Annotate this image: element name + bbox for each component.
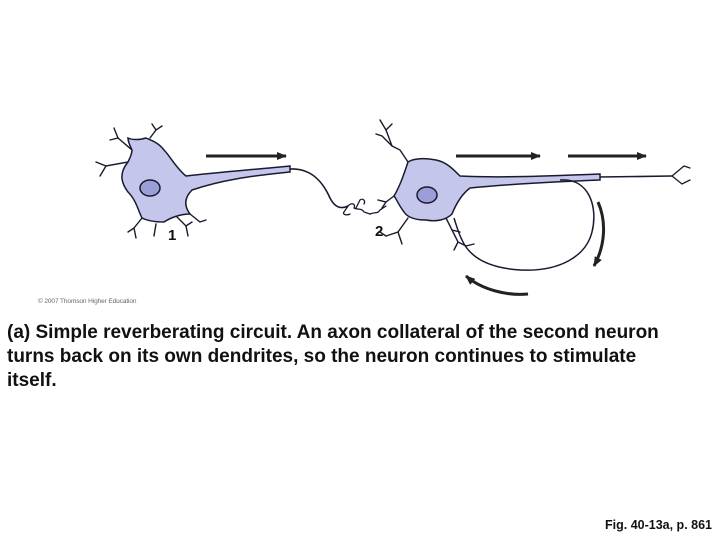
- neuron-2-axon: [599, 175, 673, 178]
- arrow-curve-back: [465, 274, 529, 296]
- neuron-2-nucleus: [416, 186, 438, 204]
- neuron-2-axon-collateral: [453, 179, 595, 271]
- figure-caption: (a) Simple reverberating circuit. An axo…: [7, 322, 659, 391]
- neuron-1: 1: [95, 123, 387, 244]
- neuron-1-axon-terminals: [342, 198, 387, 216]
- neuron-2-label: 2: [375, 223, 383, 240]
- neuron-1-axon: [289, 168, 349, 209]
- neuron-1-nucleus: [139, 179, 161, 197]
- arrow-curve-down: [592, 201, 606, 267]
- neuron-2-cell-body: [393, 157, 601, 222]
- neuron-1-cell-body: [121, 136, 291, 223]
- reverberating-circuit-diagram: 1 2: [95, 119, 691, 296]
- neuron-2-axon-terminal: [671, 165, 691, 185]
- neuron-2: 2: [375, 119, 691, 271]
- neuron-1-dendrites: [95, 123, 207, 239]
- neuron-2-dendrites: [375, 119, 475, 251]
- figure-reference: Fig. 40-13a, p. 861: [605, 518, 712, 532]
- signal-direction-arrows: [206, 152, 647, 296]
- neuron-1-label: 1: [168, 227, 176, 244]
- copyright-notice: © 2007 Thomson Higher Education: [38, 298, 137, 305]
